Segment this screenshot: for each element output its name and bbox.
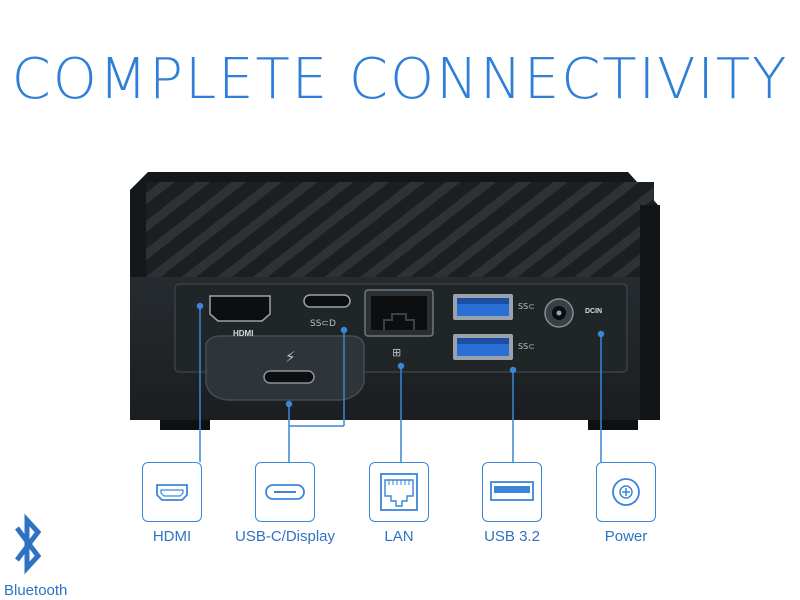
foot-right xyxy=(588,420,638,430)
hdmi-port-icon xyxy=(156,484,188,501)
usb-c-panel-symbol: SS⊂D xyxy=(310,319,336,329)
hdmi-label: HDMI xyxy=(152,528,192,545)
dcin-panel-label: DCIN xyxy=(585,308,602,315)
ethernet-port-icon xyxy=(380,473,418,511)
thunderbolt-cover: ⚡ xyxy=(205,335,365,401)
usb-c-display-label: USB-C/Display xyxy=(234,528,336,545)
dc-in-port: DCIN xyxy=(544,298,602,328)
vent-grille xyxy=(146,182,654,277)
usb-c-port-icon xyxy=(265,484,305,500)
usb-a-ports: SS⊂ SS⊂ xyxy=(453,294,535,360)
usb-a-card xyxy=(482,462,542,522)
lan-port: ⊞ xyxy=(364,289,434,359)
hdmi-panel-label: HDMI xyxy=(233,329,253,338)
lan-label: LAN xyxy=(384,528,414,545)
hdmi-port: HDMI xyxy=(209,295,271,338)
usb-ss-top-symbol: SS⊂ xyxy=(518,302,535,311)
usb-3-2-label: USB 3.2 xyxy=(484,528,540,545)
lan-card xyxy=(369,462,429,522)
thunderbolt-glyph: ⚡ xyxy=(285,348,296,366)
thunderbolt-usb-c-port xyxy=(263,370,315,384)
usb-c-card xyxy=(255,462,315,522)
usb-a-port-icon xyxy=(490,481,534,501)
foot-left xyxy=(160,420,210,430)
power-jack-icon xyxy=(612,478,640,506)
power-label: Power xyxy=(604,528,648,545)
bluetooth-icon xyxy=(15,513,42,575)
page-headline: COMPLETE CONNECTIVITY xyxy=(11,47,789,112)
usb-ss-bottom-symbol: SS⊂ xyxy=(518,342,535,351)
bluetooth-label: Bluetooth xyxy=(4,582,68,599)
connector-lines xyxy=(196,302,605,462)
power-card xyxy=(596,462,656,522)
lan-network-glyph: ⊞ xyxy=(392,346,401,359)
device-side xyxy=(640,205,660,420)
usb-c-port-top: SS⊂D xyxy=(303,294,351,329)
hdmi-card xyxy=(142,462,202,522)
